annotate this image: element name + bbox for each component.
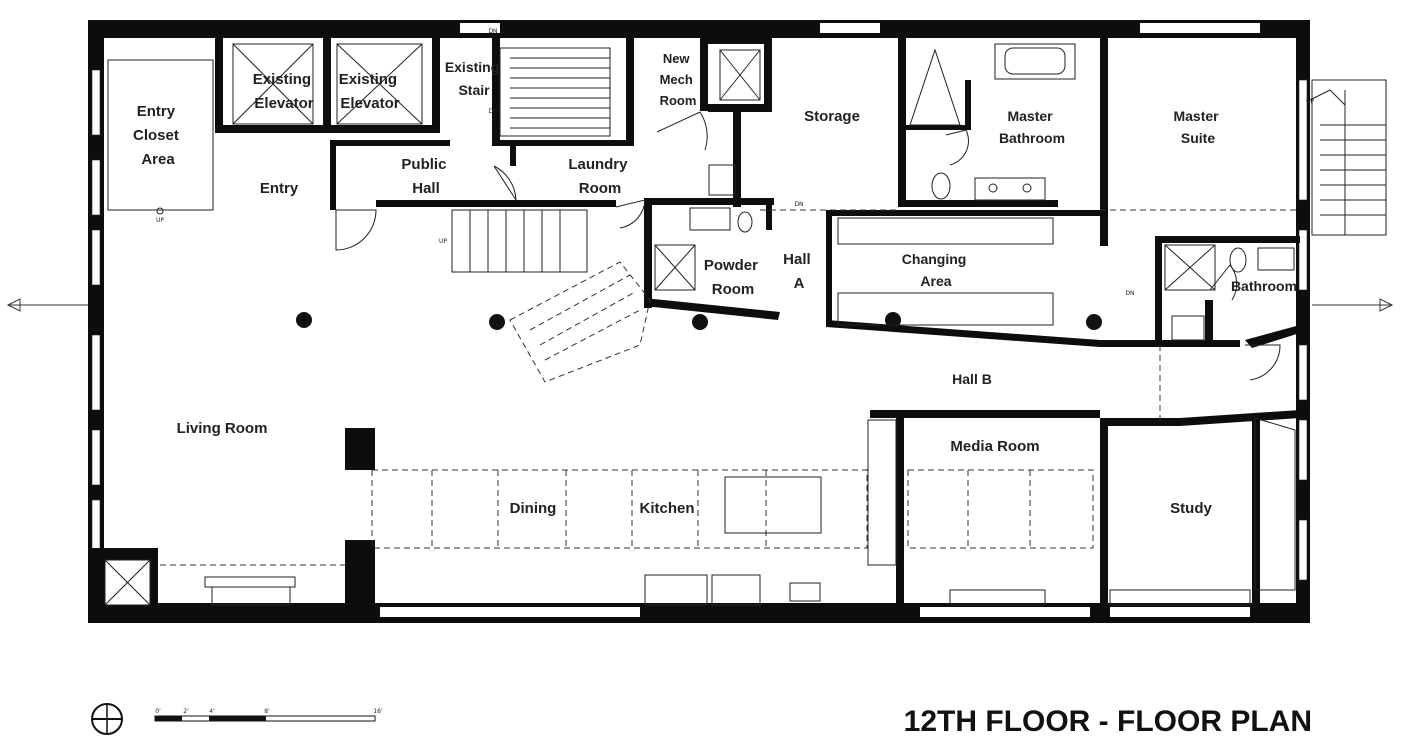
section-marker-right xyxy=(1312,298,1394,312)
svg-text:UP: UP xyxy=(156,217,164,224)
fixtures xyxy=(204,43,1295,606)
label-bathroom: Bathroom xyxy=(1231,278,1297,294)
label-dining: Dining xyxy=(510,500,557,517)
label-public-hall: Public Hall xyxy=(401,156,450,197)
section-marker-left xyxy=(6,298,88,312)
label-existing-elevator-1: Existing Elevator xyxy=(253,71,316,112)
label-storage: Storage xyxy=(804,108,860,125)
label-existing-elevator-2: Existing Elevator xyxy=(339,71,402,112)
exterior-stair xyxy=(1311,79,1387,236)
north-arrow-icon xyxy=(91,703,123,735)
label-powder-room: Powder Room xyxy=(704,257,762,298)
svg-text:DN: DN xyxy=(1125,290,1134,297)
label-master-suite: Master Suite xyxy=(1173,108,1222,146)
svg-text:8': 8' xyxy=(264,708,270,715)
svg-text:2': 2' xyxy=(183,708,189,715)
label-master-bathroom: Master Bathroom xyxy=(999,108,1065,146)
svg-text:4': 4' xyxy=(209,708,215,715)
elevator-cars xyxy=(232,43,761,125)
label-hall-a: Hall A xyxy=(783,251,815,292)
door-swings xyxy=(335,89,1346,591)
svg-text:UP: UP xyxy=(1306,98,1314,105)
room-labels: Entry Closet Area Existing Elevator Exis… xyxy=(133,51,1297,517)
label-changing-area: Changing Area xyxy=(902,251,970,289)
svg-text:DN: DN xyxy=(488,28,497,35)
label-hall-b: Hall B xyxy=(952,371,992,387)
stairs xyxy=(451,47,651,383)
stair-marks: UP DN UP DN DN DN UP xyxy=(156,28,1314,297)
label-media-room: Media Room xyxy=(950,438,1039,455)
label-study: Study xyxy=(1170,500,1212,517)
label-entry: Entry xyxy=(260,180,299,197)
interior-walls xyxy=(88,36,1300,623)
columns xyxy=(296,312,1102,330)
exterior-walls xyxy=(88,20,1310,623)
label-entry-closet-area: Entry Closet Area xyxy=(133,103,183,168)
svg-text:0': 0' xyxy=(155,708,161,715)
label-existing-stair: Existing Stair xyxy=(445,59,503,98)
dashed-outlines xyxy=(107,59,1300,566)
svg-text:16': 16' xyxy=(373,708,383,715)
svg-text:DN: DN xyxy=(794,201,803,208)
scale-bar: 0' 2' 4' 8' 16' xyxy=(154,708,383,722)
label-new-mech-room: New Mech Room xyxy=(660,51,697,108)
label-living-room: Living Room xyxy=(177,420,268,437)
svg-text:UP: UP xyxy=(439,238,447,245)
label-laundry-room: Laundry Room xyxy=(568,156,631,197)
plan-title: 12TH FLOOR - FLOOR PLAN xyxy=(904,705,1312,738)
svg-text:DN: DN xyxy=(488,108,497,115)
label-kitchen: Kitchen xyxy=(639,500,694,517)
